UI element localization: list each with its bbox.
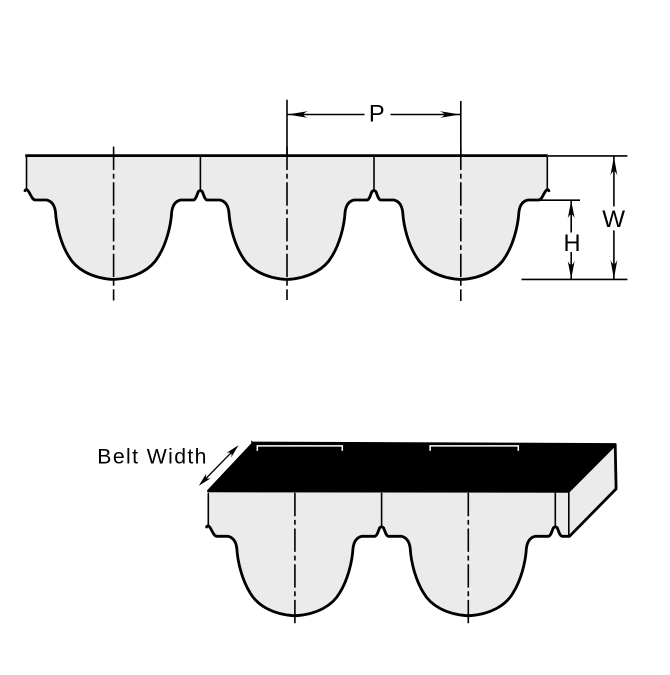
svg-text:W: W bbox=[602, 207, 626, 233]
svg-text:P: P bbox=[369, 102, 385, 128]
svg-text:Belt Width: Belt Width bbox=[97, 445, 208, 468]
svg-text:H: H bbox=[564, 231, 581, 257]
